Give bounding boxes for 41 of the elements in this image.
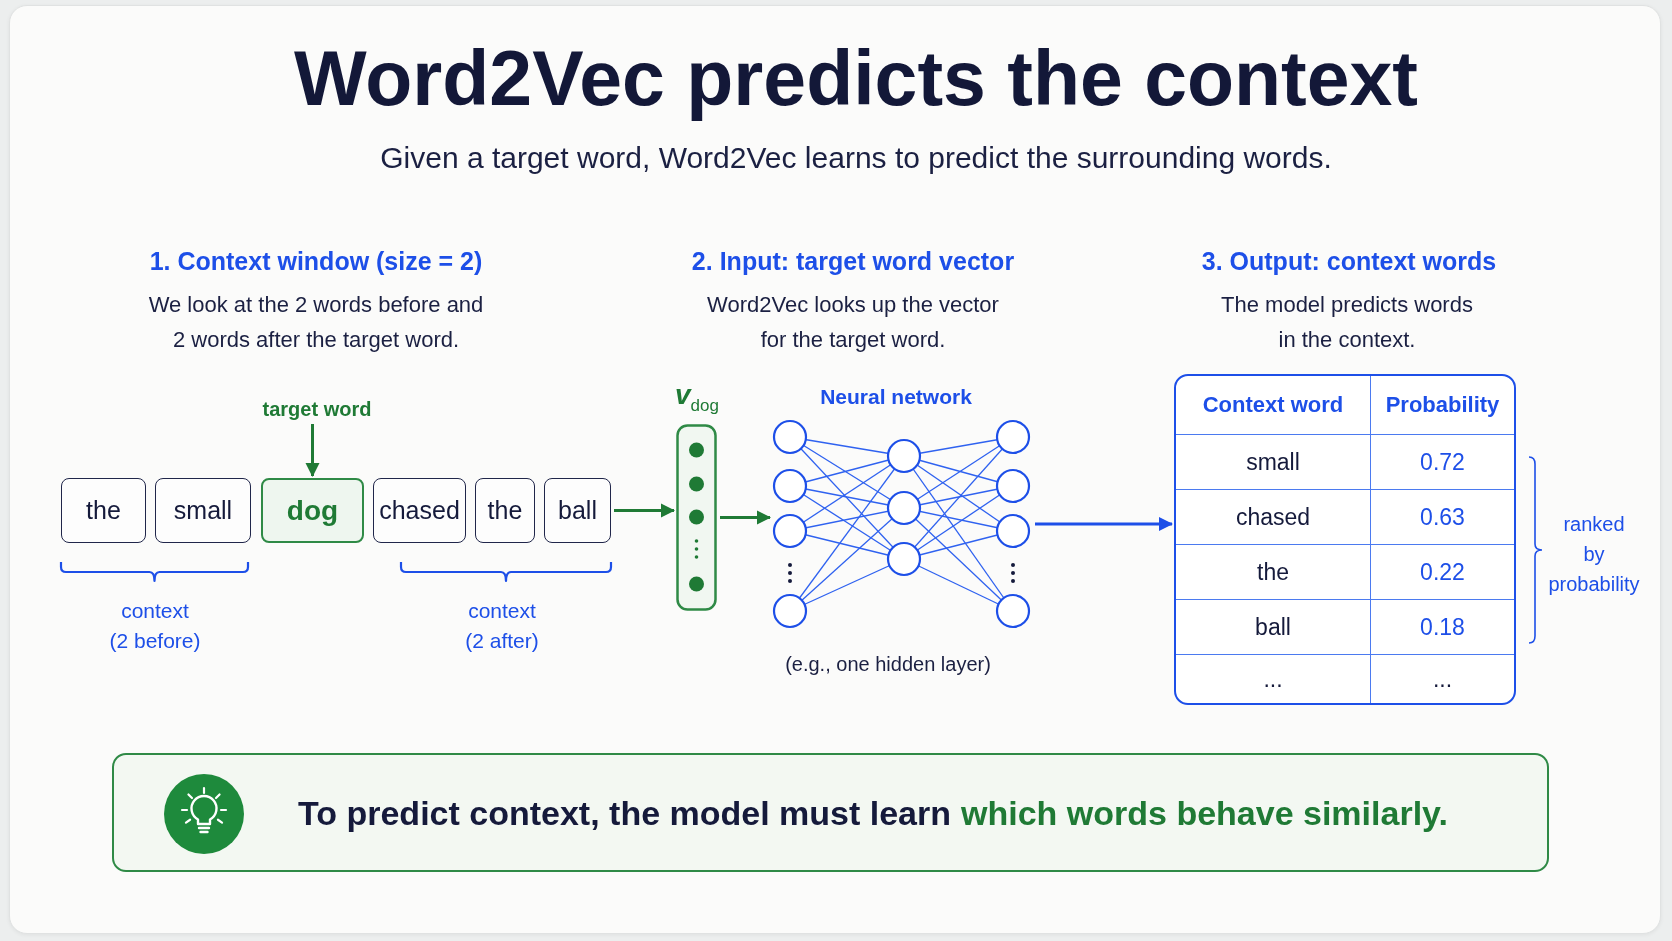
column-header: Context word: [1176, 376, 1371, 435]
word-box: the: [61, 478, 146, 543]
target-word-label: target word: [262, 397, 372, 421]
arrow: [305, 424, 320, 477]
target-word-box: dog: [261, 478, 364, 543]
word-box: chased: [373, 478, 466, 543]
section-description: The model predicts words in the context.: [1220, 291, 1474, 354]
section-heading: 3. Output: context words: [1201, 246, 1497, 276]
section-heading: 2. Input: target word vector: [691, 246, 1015, 276]
column-header: Probability: [1370, 376, 1514, 435]
section-description: We look at the 2 words before and 2 words after the target word.: [147, 291, 485, 354]
probability-table: [1174, 374, 1516, 705]
bracket-label: context (2 after): [464, 598, 540, 654]
probability-value: 0.63: [1370, 489, 1514, 545]
context-word: small: [1176, 434, 1371, 490]
word-box: the: [475, 478, 535, 543]
context-word: the: [1176, 544, 1371, 600]
ellipsis: ...: [1370, 654, 1514, 703]
word-box: ball: [544, 478, 611, 543]
arrow: [720, 510, 771, 525]
probability-value: 0.22: [1370, 544, 1514, 600]
callout-text: To predict context, the model must learn: [298, 793, 952, 834]
section-heading: 1. Context window (size = 2): [149, 246, 483, 276]
bracket-label: context (2 before): [109, 598, 201, 654]
word-box: small: [155, 478, 251, 543]
vector-label: v$_{dog}$: [675, 380, 719, 416]
probability-value: 0.18: [1370, 599, 1514, 655]
callout-banner: [112, 753, 1549, 872]
network-caption: (e.g., one hidden layer): [785, 652, 991, 676]
title: Word2Vec predicts the context: [294, 36, 1418, 121]
subtitle: Given a target word, Word2Vec learns to predict the surrounding words.: [380, 140, 1332, 176]
network-label: Neural network: [820, 384, 972, 410]
context-word: ball: [1176, 599, 1371, 655]
highlight-text: which words behave similarly.: [961, 793, 1448, 834]
annotation-text: ranked by probability: [1548, 512, 1640, 597]
section-description: Word2Vec looks up the vector for the target word.: [706, 291, 1000, 354]
context-word: chased: [1176, 489, 1371, 545]
probability-value: 0.72: [1370, 434, 1514, 490]
arrow: [614, 503, 675, 518]
ellipsis: ...: [1176, 654, 1371, 703]
arrow: [1035, 517, 1173, 531]
